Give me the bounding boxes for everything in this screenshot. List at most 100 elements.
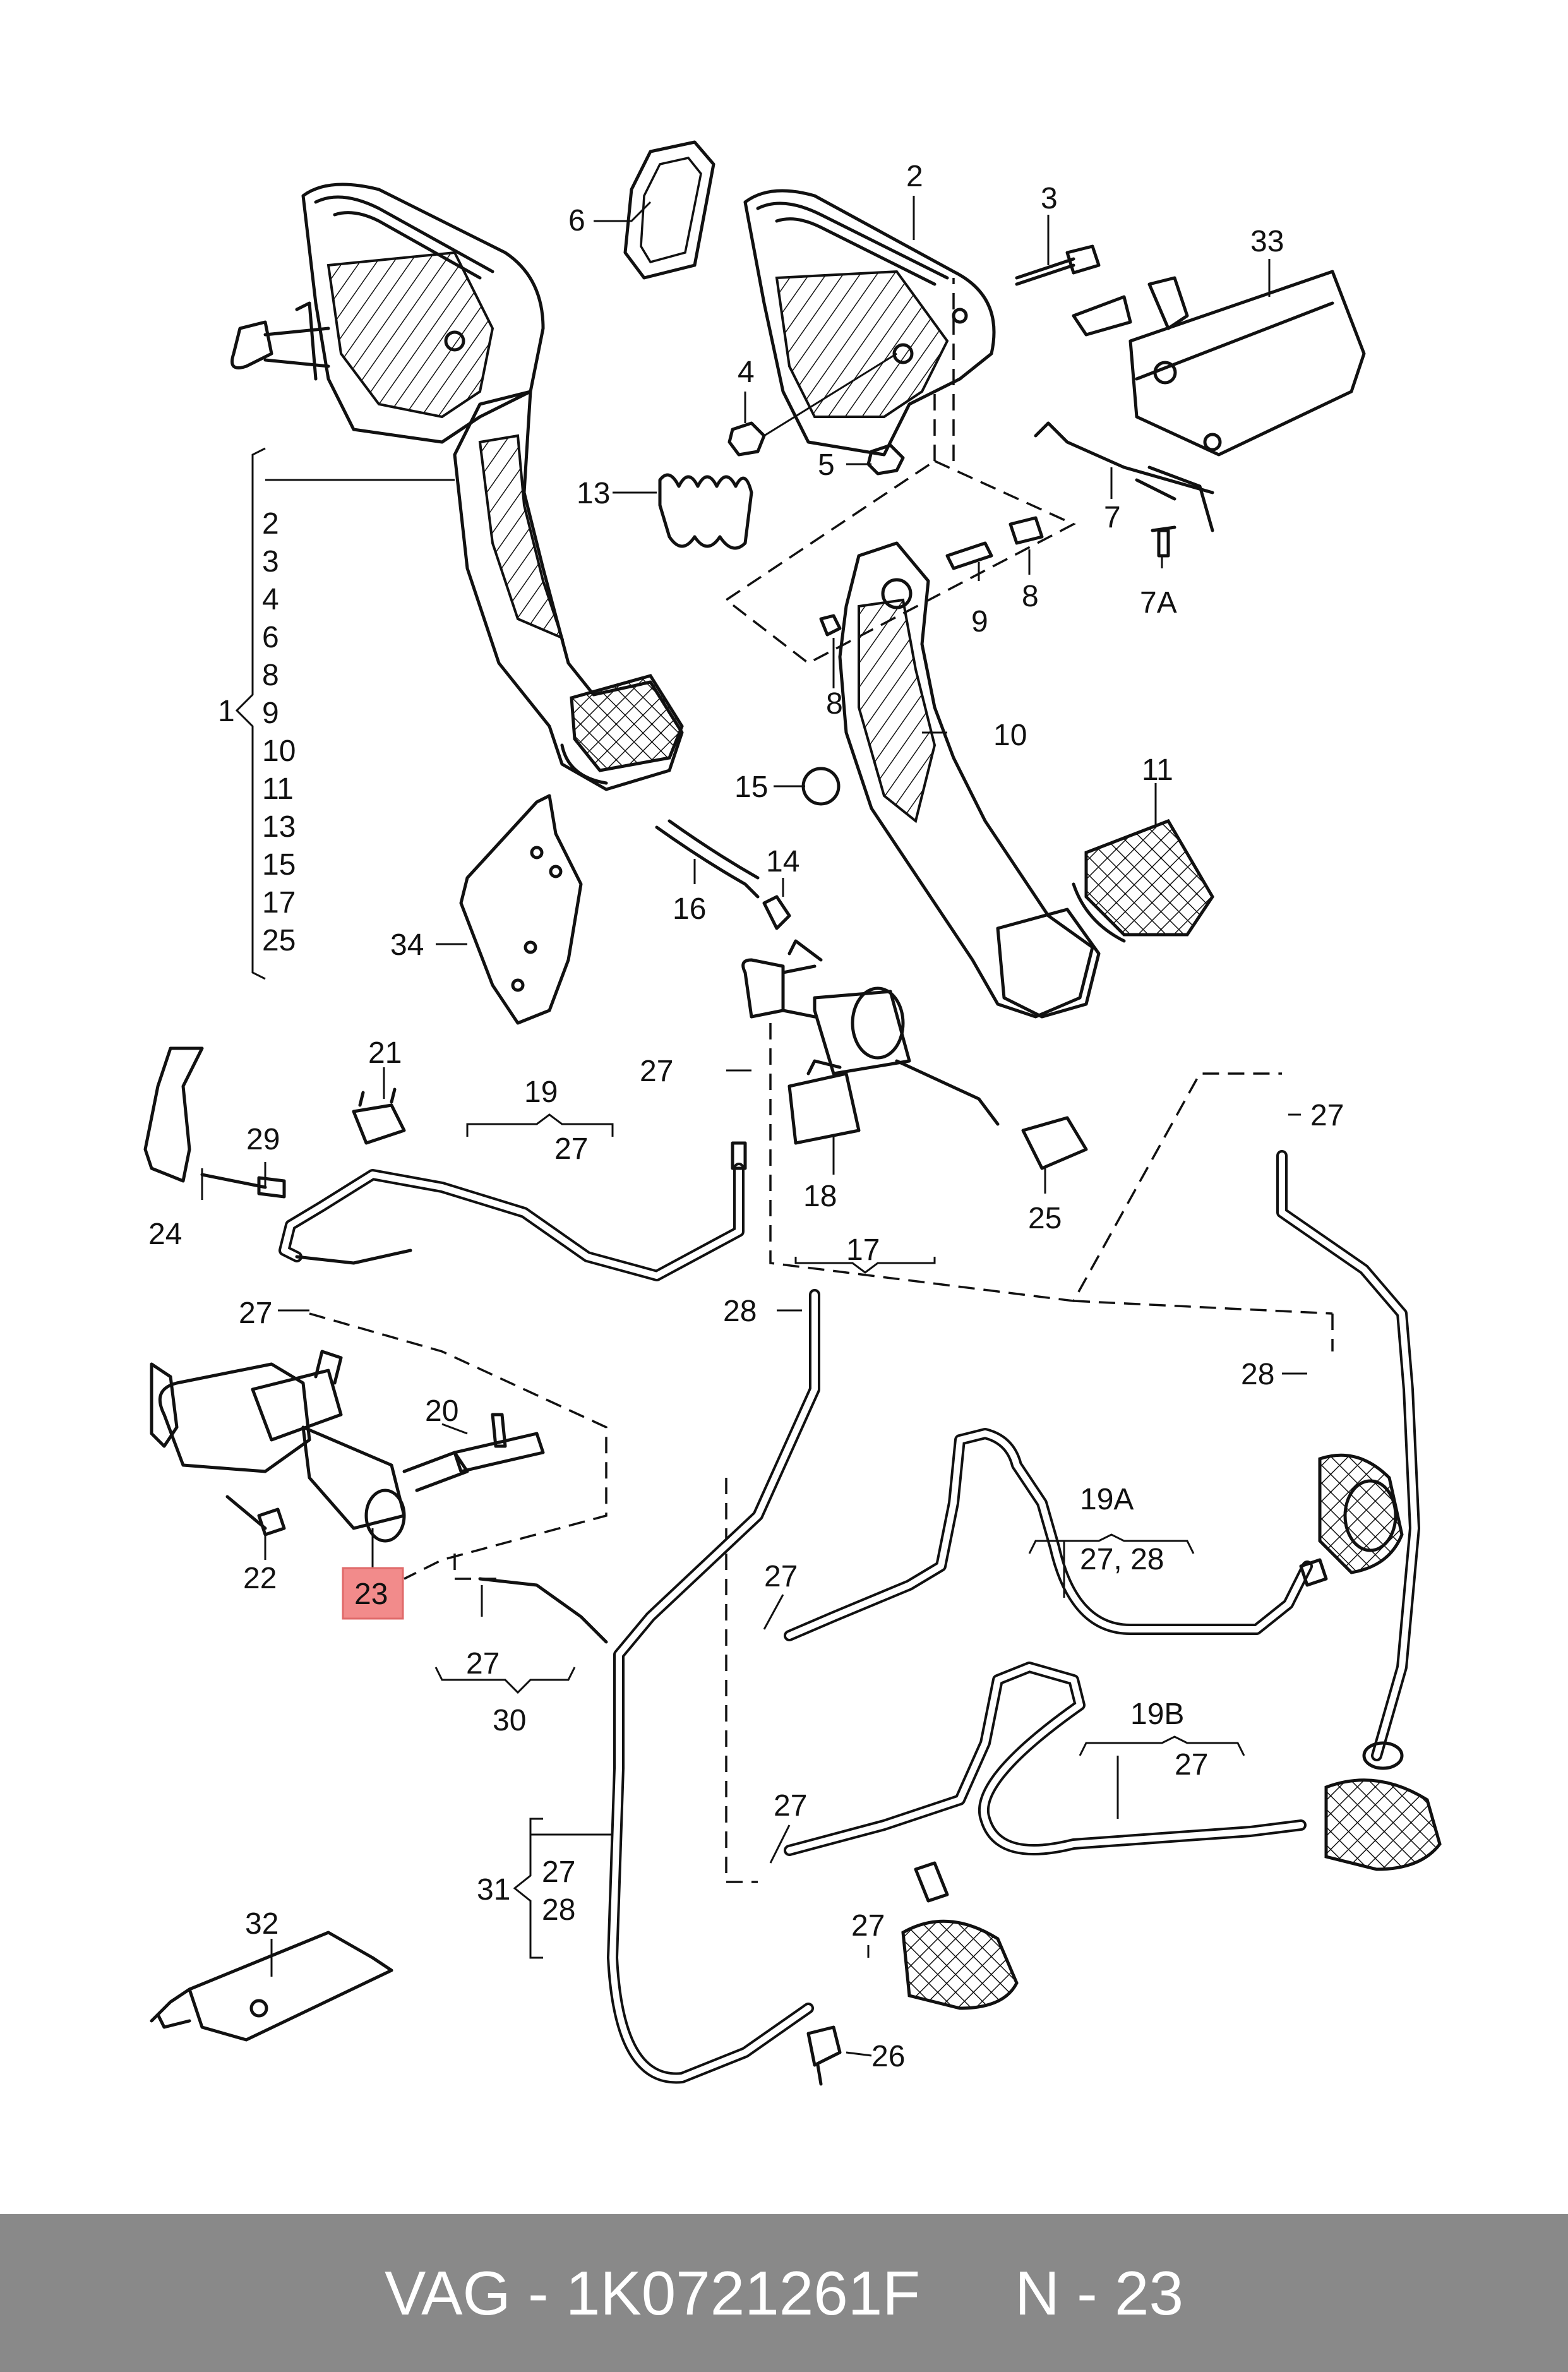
pipe-right	[1276, 1150, 1420, 1761]
parts-diagram: 1 2 3 4 5 6 7 7A 8 8 9 10 11 13 14 15 16…	[143, 140, 1442, 2086]
bolt-22	[225, 1495, 286, 1536]
callout-29: 29	[246, 1123, 280, 1156]
pedal-pad-11	[1084, 818, 1214, 937]
gasket-6	[623, 140, 715, 280]
bracket-24	[143, 1046, 204, 1183]
slave-cylinder-right-1	[1299, 1453, 1404, 1587]
callout-24: 24	[148, 1218, 182, 1251]
group19b-sub-27: 27	[1175, 1748, 1208, 1782]
pipe-19a	[784, 1428, 1313, 1641]
part-number-text: VAG - 1K0721261F	[385, 2258, 921, 2328]
pipe-19b	[784, 1662, 1307, 1856]
group1-item: 3	[262, 545, 279, 578]
union-27	[731, 1141, 747, 1170]
slave-cylinder-23	[150, 1350, 469, 1543]
group31-sub-28: 28	[542, 1893, 575, 1927]
callout-15: 15	[734, 770, 768, 804]
callout-19: 19	[524, 1075, 558, 1109]
callout-22: 22	[243, 1562, 277, 1595]
group1-item: 9	[262, 697, 279, 730]
connector-25	[1021, 1116, 1088, 1170]
rod-7	[1034, 421, 1214, 494]
leader-lines	[201, 196, 1307, 2057]
bolt-3	[1015, 244, 1101, 286]
callout-27b: 27	[1310, 1099, 1344, 1132]
callout-1: 1	[218, 695, 235, 728]
spring-13	[658, 473, 753, 550]
group1-item: 25	[262, 924, 296, 957]
callout-34: 34	[390, 928, 424, 962]
callout-16: 16	[673, 892, 706, 926]
group1-item: 10	[262, 734, 296, 768]
callout-25: 25	[1028, 1202, 1062, 1235]
bushing-8	[1008, 516, 1044, 545]
callout-23: 23	[354, 1578, 388, 1611]
callout-27d: 27	[764, 1560, 798, 1593]
callout-14: 14	[766, 845, 799, 878]
pedal-box-assembly	[230, 183, 684, 791]
callout-3: 3	[1041, 182, 1058, 215]
callout-4: 4	[738, 356, 755, 389]
callout-28a: 28	[723, 1295, 757, 1328]
pin-9	[945, 541, 993, 570]
callout-31: 31	[477, 1873, 510, 1907]
group1-item: 6	[262, 621, 279, 654]
callout-6: 6	[568, 204, 585, 237]
callout-9: 9	[971, 605, 988, 638]
highlighted-part-label: 23	[342, 1567, 404, 1620]
callout-8a: 8	[1022, 580, 1039, 613]
group1-item: 11	[262, 772, 294, 806]
callout-20: 20	[425, 1394, 458, 1428]
callout-21: 21	[368, 1036, 402, 1070]
callout-27c: 27	[239, 1297, 272, 1330]
master-cylinder-17	[741, 939, 1000, 1126]
group1-item: 2	[262, 507, 279, 541]
bracket-34	[459, 794, 583, 1025]
pedal-arm-10	[838, 541, 1101, 1019]
callout-10: 10	[993, 719, 1027, 752]
callout-26: 26	[871, 2040, 905, 2073]
callout-30: 30	[493, 1704, 526, 1737]
clip-21	[352, 1087, 406, 1145]
position-text: N - 23	[1015, 2258, 1183, 2328]
bolt-29	[200, 1173, 286, 1199]
pipe-19	[278, 1163, 745, 1281]
clip-26	[806, 2025, 842, 2086]
footer-bar: VAG - 1K0721261F N - 23	[0, 2214, 1568, 2372]
group1-item: 17	[262, 886, 296, 919]
group1-item: 8	[262, 659, 279, 692]
callout-19a: 19A	[1080, 1483, 1134, 1516]
group19-sub-27: 27	[554, 1132, 588, 1166]
callout-33: 33	[1250, 225, 1284, 258]
callout-5: 5	[818, 448, 835, 482]
bracket-33	[1072, 270, 1366, 457]
screw-7a	[1151, 525, 1176, 558]
callout-2: 2	[906, 160, 923, 193]
callout-7a: 7A	[1140, 586, 1177, 620]
group31-sub-27: 27	[542, 1855, 575, 1889]
callout-28b: 28	[1241, 1358, 1274, 1391]
group1-item: 4	[262, 583, 279, 616]
clip-14	[762, 895, 791, 930]
callout-17: 17	[846, 1233, 880, 1267]
sensor-18	[787, 1059, 861, 1145]
hose-16	[655, 825, 760, 899]
hose-31	[607, 1289, 820, 2084]
group30-sub-27: 27	[466, 1647, 500, 1680]
group1-item: 15	[262, 848, 296, 882]
callout-32: 32	[245, 1907, 278, 1941]
callout-13: 13	[577, 477, 610, 510]
slave-cylinder-bottom	[901, 1861, 1019, 2010]
slave-cylinder-right-2	[1324, 1741, 1442, 1871]
callout-27f: 27	[851, 1909, 885, 1943]
nut-4	[727, 421, 766, 457]
callout-27e: 27	[774, 1789, 807, 1823]
callout-27a: 27	[640, 1055, 673, 1088]
damper-15	[801, 767, 841, 806]
grease-tube-32	[150, 1931, 393, 2042]
callout-labels: 1 2 3 4 5 6 7 7A 8 8 9 10 11 13 14 15 16…	[148, 160, 1344, 2073]
group1-list: 2 3 4 6 8 9 10 11 13 15 17 25	[262, 507, 296, 957]
fitting-20	[453, 1413, 545, 1473]
callout-18: 18	[803, 1180, 837, 1213]
group19a-sub-27-28: 27, 28	[1080, 1543, 1164, 1576]
